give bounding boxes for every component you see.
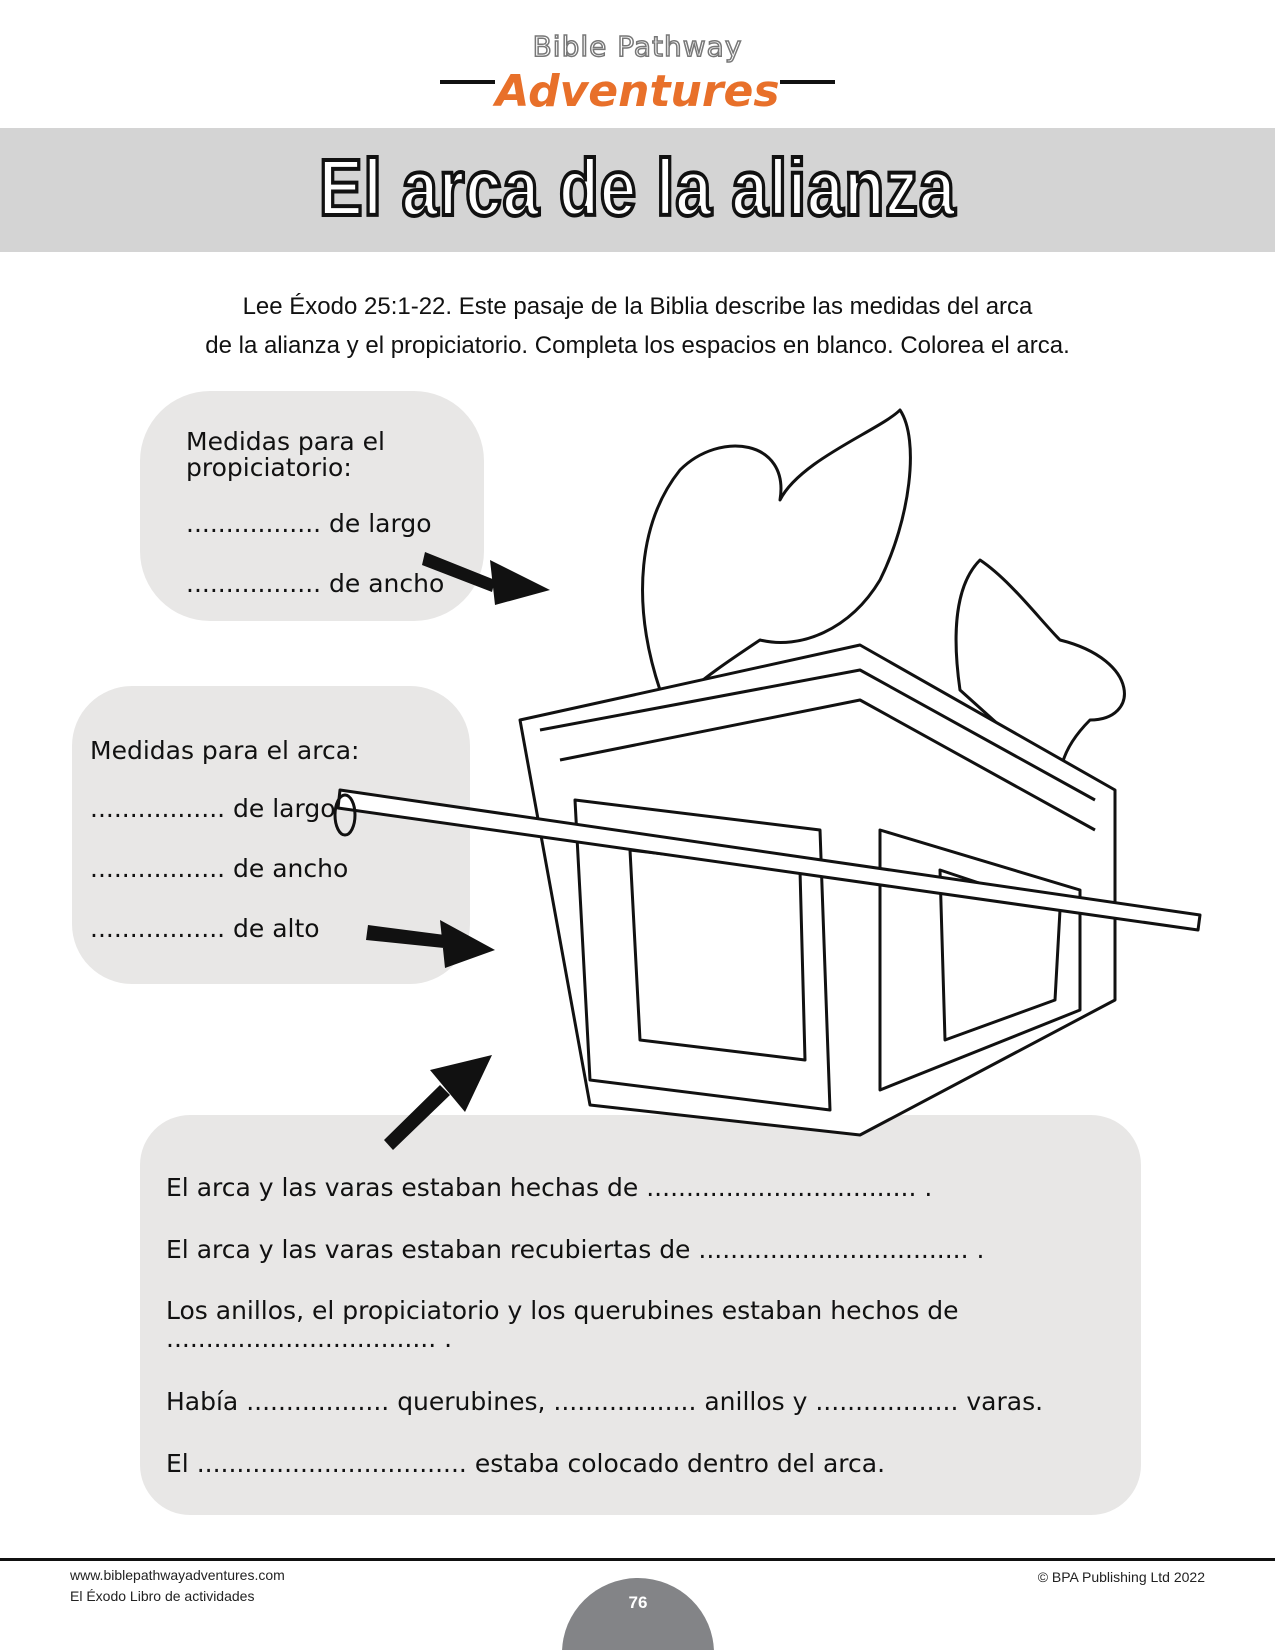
logo-line2: Adventures xyxy=(495,66,780,117)
blank-sentence[interactable]: El .................................. es… xyxy=(166,1449,886,1478)
blank-width[interactable]: ................. de ancho xyxy=(90,854,349,883)
blank-height[interactable]: ................. de alto xyxy=(90,914,320,943)
page-title: El arca de la alianza xyxy=(317,141,957,234)
footer-rule xyxy=(0,1558,1275,1561)
arrow-icon xyxy=(366,920,495,968)
instructions-line: de la alianza y el propiciatorio. Comple… xyxy=(205,332,1070,359)
arrow-icon xyxy=(384,1055,492,1150)
logo-divider-right xyxy=(780,80,835,84)
blank-sentence[interactable]: Los anillos, el propiciatorio y los quer… xyxy=(166,1296,959,1353)
cherub-wing-left xyxy=(641,408,912,702)
footer-url[interactable]: www.biblepathwayadventures.com xyxy=(70,1567,285,1583)
blank-sentence[interactable]: El arca y las varas estaban hechas de ..… xyxy=(166,1173,933,1202)
footer-copyright: © BPA Publishing Ltd 2022 xyxy=(1037,1569,1205,1585)
blank-length[interactable]: ................. de largo xyxy=(90,794,336,823)
blank-width[interactable]: ................. de ancho xyxy=(186,569,445,598)
instructions: Lee Éxodo 25:1-22. Este pasaje de la Bib… xyxy=(100,287,1175,365)
blank-sentence[interactable]: Había .................. querubines, ...… xyxy=(166,1387,1044,1416)
logo-line1: Bible Pathway xyxy=(532,29,743,64)
title-band xyxy=(0,128,1275,252)
instructions-line: Lee Éxodo 25:1-22. Este pasaje de la Bib… xyxy=(242,293,1033,320)
blank-length[interactable]: ................. de largo xyxy=(186,509,432,538)
arrows xyxy=(366,552,550,1150)
mercy-seat-box: Medidas para el propiciatorio: .........… xyxy=(140,391,484,621)
box-heading: Medidas para el arca: xyxy=(90,736,360,765)
logo-divider-left xyxy=(440,80,495,84)
cherub-wing-right xyxy=(954,558,1126,782)
arrow-icon xyxy=(422,552,550,605)
blank-sentence[interactable]: El arca y las varas estaban recubiertas … xyxy=(166,1235,985,1264)
footer-book: El Éxodo Libro de actividades xyxy=(70,1588,255,1604)
box-heading: Medidas para el propiciatorio: xyxy=(186,427,385,482)
ark-details-box: El arca y las varas estaban hechas de ..… xyxy=(140,1115,1141,1515)
